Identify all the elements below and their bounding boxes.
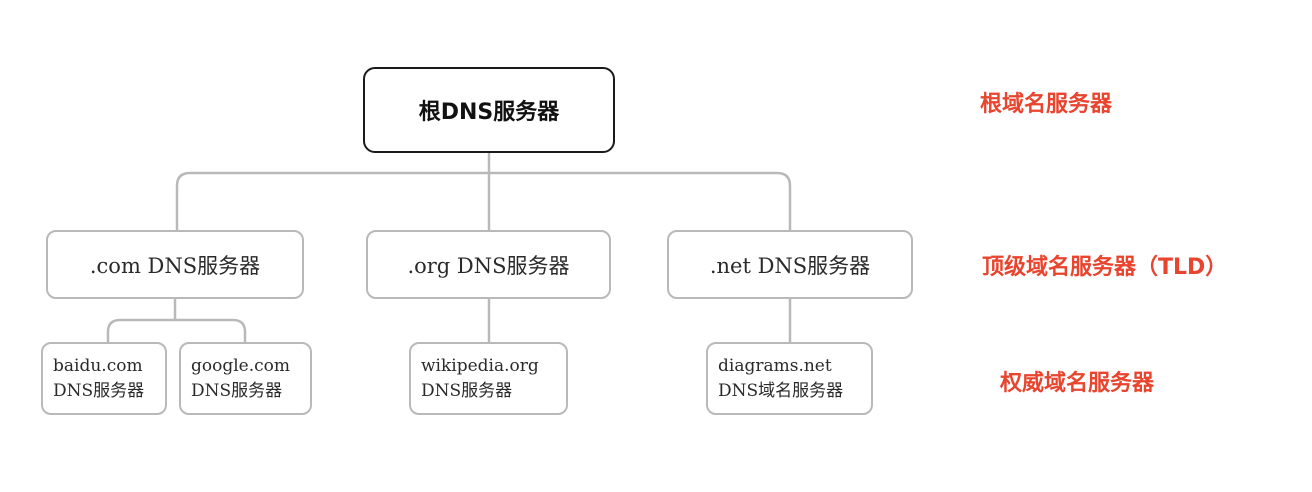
google-domain-label: google.com [191, 355, 291, 376]
diagrams-server-label: DNS域名服务器 [718, 380, 844, 401]
wikipedia-server-label: DNS服务器 [421, 380, 513, 401]
diagrams-dns-server-node: diagrams.net DNS域名服务器 [706, 342, 873, 415]
com-dns-server-node: .com DNS服务器 [46, 230, 304, 299]
baidu-domain-label: baidu.com [53, 355, 143, 376]
org-dns-server-label: .org DNS服务器 [407, 253, 570, 278]
wikipedia-dns-server-node: wikipedia.org DNS服务器 [409, 342, 568, 415]
root-dns-server-node: 根DNS服务器 [363, 67, 615, 153]
net-dns-server-label: .net DNS服务器 [709, 253, 871, 278]
com-dns-server-label: .com DNS服务器 [89, 253, 261, 278]
baidu-dns-server-node: baidu.com DNS服务器 [41, 342, 167, 415]
wikipedia-domain-label: wikipedia.org [421, 355, 539, 376]
net-dns-server-node: .net DNS服务器 [667, 230, 913, 299]
authoritative-tier-label: 权威域名服务器 [1000, 371, 1155, 396]
baidu-server-label: DNS服务器 [53, 380, 145, 401]
connector-com-to-authoritative [106, 297, 247, 344]
root-dns-server-label: 根DNS服务器 [418, 100, 560, 125]
google-server-label: DNS服务器 [191, 380, 283, 401]
connector-root-to-tld [175, 151, 792, 232]
diagrams-domain-label: diagrams.net [718, 355, 832, 376]
tld-tier-label: 顶级域名服务器（TLD） [982, 255, 1228, 280]
google-dns-server-node: google.com DNS服务器 [179, 342, 312, 415]
org-dns-server-node: .org DNS服务器 [366, 230, 611, 299]
root-tier-label: 根域名服务器 [980, 92, 1113, 117]
